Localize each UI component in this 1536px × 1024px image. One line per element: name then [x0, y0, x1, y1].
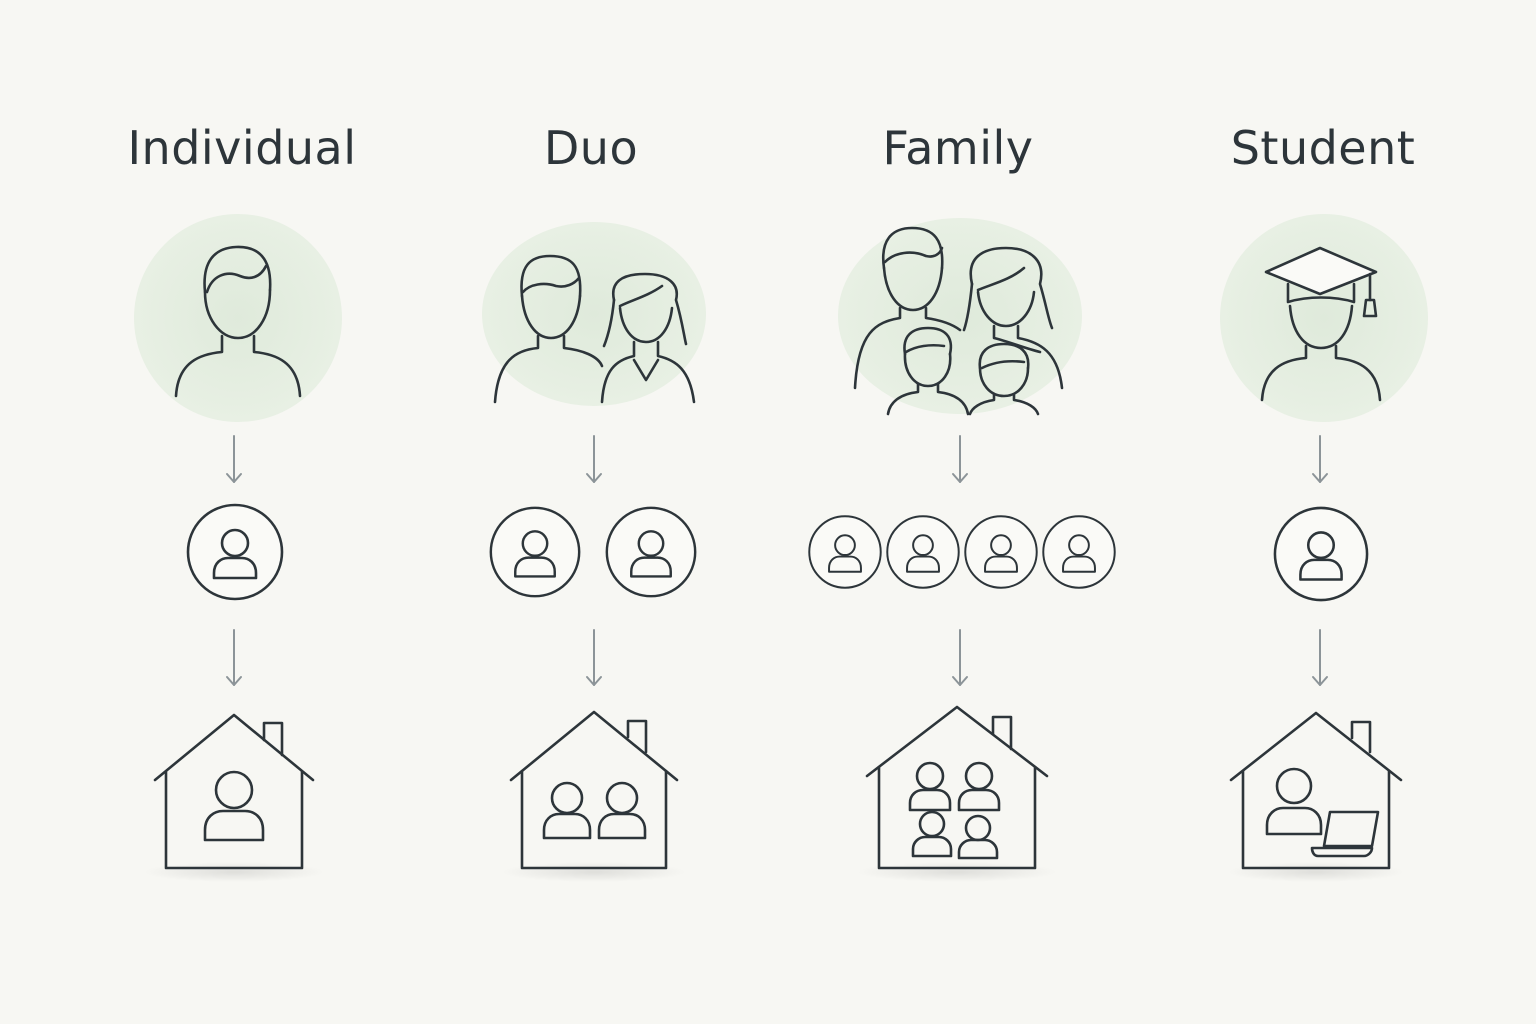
plan-title-duo: Duo	[543, 121, 639, 175]
account-badge-icon	[489, 506, 581, 598]
graduation-cap-icon	[1264, 246, 1378, 318]
account-badge-icon	[605, 506, 697, 598]
person-avatar-icon	[174, 245, 302, 398]
halo-family	[838, 218, 1082, 414]
plan-title-individual: Individual	[127, 121, 357, 175]
house-person-icon	[957, 814, 999, 860]
arrow-down-icon	[586, 629, 602, 686]
individual-column	[134, 214, 342, 882]
account-badge-icon	[1042, 515, 1116, 589]
student-column	[1220, 214, 1428, 882]
house-person-icon	[1265, 767, 1323, 836]
house-icon	[865, 705, 1049, 870]
house-person-icon	[203, 770, 265, 842]
arrow-down-icon	[226, 629, 242, 686]
plan-title-student: Student	[1230, 121, 1416, 175]
arrow-down-icon	[952, 435, 968, 483]
arrow-down-icon	[586, 435, 602, 483]
account-badge-icon	[186, 503, 284, 601]
account-badge-icon	[886, 515, 960, 589]
arrow-down-icon	[1312, 629, 1328, 686]
man-avatar-icon	[493, 254, 604, 404]
father-avatar-icon	[853, 226, 962, 390]
account-badge-icon	[808, 515, 882, 589]
duo-column	[482, 222, 706, 882]
house-person-icon	[957, 761, 1001, 812]
arrow-down-icon	[1312, 435, 1328, 483]
laptop-icon	[1310, 810, 1380, 858]
child-avatar-icon	[968, 342, 1040, 416]
family-column	[808, 218, 1116, 882]
woman-avatar-icon	[600, 272, 696, 404]
arrow-down-icon	[952, 629, 968, 686]
house-icon	[153, 713, 315, 870]
arrow-down-icon	[226, 435, 242, 483]
child-avatar-icon	[886, 326, 970, 416]
house-person-icon	[908, 761, 952, 812]
halo-duo	[482, 222, 706, 406]
halo-individual	[134, 214, 342, 422]
house-person-icon	[911, 810, 953, 858]
house-icon	[1229, 711, 1403, 870]
house-person-icon	[542, 781, 592, 840]
halo-student	[1220, 214, 1428, 422]
account-badge-icon	[964, 515, 1038, 589]
account-badge-icon	[1273, 506, 1369, 602]
plan-title-family: Family	[882, 121, 1034, 175]
student-avatar-icon	[1260, 304, 1382, 402]
house-person-icon	[597, 781, 647, 840]
house-icon	[509, 710, 679, 870]
